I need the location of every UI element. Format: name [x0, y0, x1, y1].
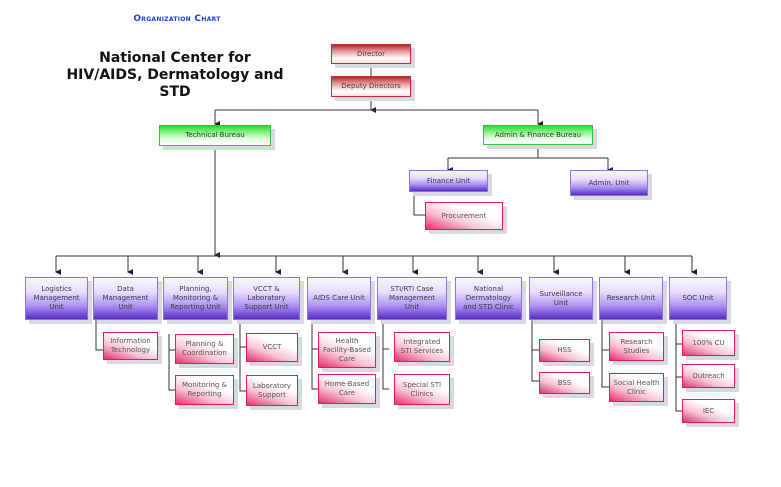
subunit-label: Integrated STI Services: [400, 338, 444, 355]
director-label: Director: [356, 49, 386, 58]
subunit-iec[interactable]: IEC: [682, 399, 735, 423]
subunit-hss[interactable]: HSS: [539, 339, 590, 362]
subunit-special-sti-clinics[interactable]: Special STI Clinics: [394, 374, 450, 405]
subunit-label: Home-Based Care: [324, 380, 370, 397]
unit-label: Data Management Unit: [102, 285, 149, 311]
procurement-box[interactable]: Procurement: [425, 202, 503, 230]
subunit-social-health-clinic[interactable]: Social Health Clinic: [609, 373, 664, 402]
subunit-label: Special STI Clinics: [402, 380, 442, 398]
unit-label: AIDS Care Unit: [313, 294, 365, 302]
procurement-label: Procurement: [441, 211, 487, 220]
unit-planning-monitoring-reporting[interactable]: Planning, Monitoring & Reporting Unit: [163, 277, 228, 320]
unit-label: SOC Unit: [682, 294, 714, 302]
admin-finance-bureau-label: Admin & Finance Bureau: [494, 130, 582, 139]
unit-data-management[interactable]: Data Management Unit: [93, 277, 158, 320]
subunit-information-technology[interactable]: Information Technology: [103, 332, 158, 360]
unit-aids-care[interactable]: AIDS Care Unit: [307, 277, 371, 320]
connector-sti-subs: [382, 320, 389, 390]
unit-label: National Dermatology and STD Clinic: [463, 285, 514, 311]
unit-label: Planning, Monitoring & Reporting Unit: [170, 285, 221, 311]
subunit-label: Planning & Coordination: [182, 340, 227, 357]
unit-label: STI/RTI Case Management Unit: [388, 285, 436, 311]
director-box[interactable]: Director: [331, 44, 411, 64]
subunit-integrated-sti-services[interactable]: Integrated STI Services: [394, 332, 450, 362]
unit-logistics-management[interactable]: Logistics Management Unit: [25, 277, 88, 320]
technical-bureau-box[interactable]: Technical Bureau: [159, 125, 271, 146]
deputy-directors-label: Deputy Directors: [341, 82, 401, 90]
connector-aids-care-subs: [311, 320, 318, 390]
subunit-bss[interactable]: BSS: [539, 372, 590, 394]
subunit-100-percent-cu[interactable]: 100% CU: [682, 330, 735, 356]
admin-unit-label: Admin. Unit: [588, 178, 630, 187]
subunit-monitoring-reporting[interactable]: Monitoring & Reporting: [175, 375, 234, 405]
unit-surveillance[interactable]: Surveillance Unit: [529, 277, 593, 320]
subunit-laboratory-support[interactable]: Laboratory Support: [246, 375, 298, 406]
unit-national-dermatology-std-clinic[interactable]: National Dermatology and STD Clinic: [455, 277, 522, 320]
chart-label: Organization Chart: [133, 14, 221, 24]
subunit-label: HSS: [557, 346, 572, 354]
subunit-label: Information Technology: [110, 337, 151, 354]
deputy-directors-box[interactable]: Deputy Directors: [331, 76, 411, 97]
subunit-planning-coordination[interactable]: Planning & Coordination: [175, 334, 234, 364]
subunit-label: Health Facility-Based Care: [323, 336, 371, 363]
connector-finance-procurement: [413, 192, 425, 216]
connector-planning-subs: [168, 334, 175, 391]
unit-label: Logistics Management Unit: [33, 285, 80, 311]
admin-unit-box[interactable]: Admin. Unit: [570, 170, 648, 196]
subunit-label: IEC: [702, 406, 715, 415]
subunit-home-based-care[interactable]: Home-Based Care: [318, 374, 376, 404]
unit-soc[interactable]: SOC Unit: [669, 277, 727, 320]
subunit-health-facility-based-care[interactable]: Health Facility-Based Care: [318, 332, 376, 368]
subunit-vcct[interactable]: VCCT: [246, 333, 298, 362]
subunit-label: 100% CU: [692, 338, 725, 347]
connector-soc-subs: [675, 320, 682, 412]
subunit-label: Social Health Clinic: [613, 378, 660, 396]
finance-unit-label: Finance Unit: [426, 176, 471, 185]
unit-sti-rti-case-management[interactable]: STI/RTI Case Management Unit: [377, 277, 447, 320]
connector-data-mgmt-subs: [95, 320, 103, 351]
unit-label: Surveillance Unit: [539, 289, 583, 307]
unit-label: VCCT & Laboratory Support Unit: [244, 285, 289, 311]
admin-finance-bureau-box[interactable]: Admin & Finance Bureau: [483, 125, 593, 145]
organization-title: National Center for HIV/AIDS, Dermatolog…: [66, 50, 284, 100]
unit-label: Research Unit: [606, 294, 656, 302]
connector-vcct-subs: [239, 320, 246, 392]
unit-vcct-laboratory-support[interactable]: VCCT & Laboratory Support Unit: [233, 277, 300, 320]
subunit-label: Outreach: [692, 371, 725, 380]
subunit-label: Laboratory Support: [252, 381, 292, 399]
technical-bureau-label: Technical Bureau: [185, 131, 245, 139]
connector-research-subs: [601, 320, 609, 388]
connector-surveillance-subs: [531, 320, 539, 382]
subunit-label: BSS: [557, 378, 572, 387]
subunit-label: VCCT: [262, 343, 282, 351]
finance-unit-box[interactable]: Finance Unit: [409, 170, 488, 192]
subunit-label: Research Studies: [620, 337, 653, 355]
unit-research[interactable]: Research Unit: [599, 277, 663, 320]
subunit-research-studies[interactable]: Research Studies: [609, 332, 664, 361]
subunit-outreach[interactable]: Outreach: [682, 364, 735, 388]
subunit-label: Monitoring & Reporting: [181, 381, 228, 398]
